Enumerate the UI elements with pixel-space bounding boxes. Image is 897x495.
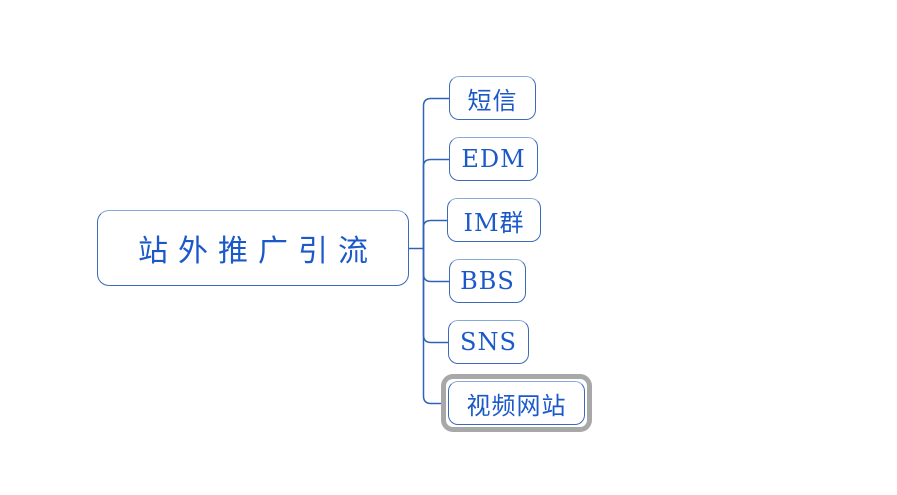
topic-node-video-site[interactable]: 视频网站 <box>448 381 585 425</box>
central-topic-node[interactable]: 站外推广引流 <box>97 210 409 286</box>
topic-label: 短信 <box>467 86 518 115</box>
connector-branch-sms <box>422 97 449 249</box>
topic-label: SNS <box>460 328 517 356</box>
topic-node-bbs[interactable]: BBS <box>449 259 526 303</box>
connector-branch-video-site <box>422 248 441 405</box>
topic-label: BBS <box>460 267 515 295</box>
connector-branch-im-group <box>422 219 447 249</box>
central-topic-label: 站外推广引流 <box>138 234 378 269</box>
topic-label: EDM <box>461 145 526 173</box>
connector-branch-sns <box>422 248 448 344</box>
topic-node-im-group[interactable]: IM群 <box>447 198 541 242</box>
topic-node-sms[interactable]: 短信 <box>449 76 536 120</box>
topic-node-sns[interactable]: SNS <box>448 320 529 364</box>
connector-branch-bbs <box>422 248 449 283</box>
topic-label: IM群 <box>463 208 525 237</box>
connector-branch-edm <box>422 158 449 249</box>
topic-label: 视频网站 <box>466 391 567 420</box>
selection-ring <box>441 374 592 432</box>
topic-node-edm[interactable]: EDM <box>449 137 538 181</box>
